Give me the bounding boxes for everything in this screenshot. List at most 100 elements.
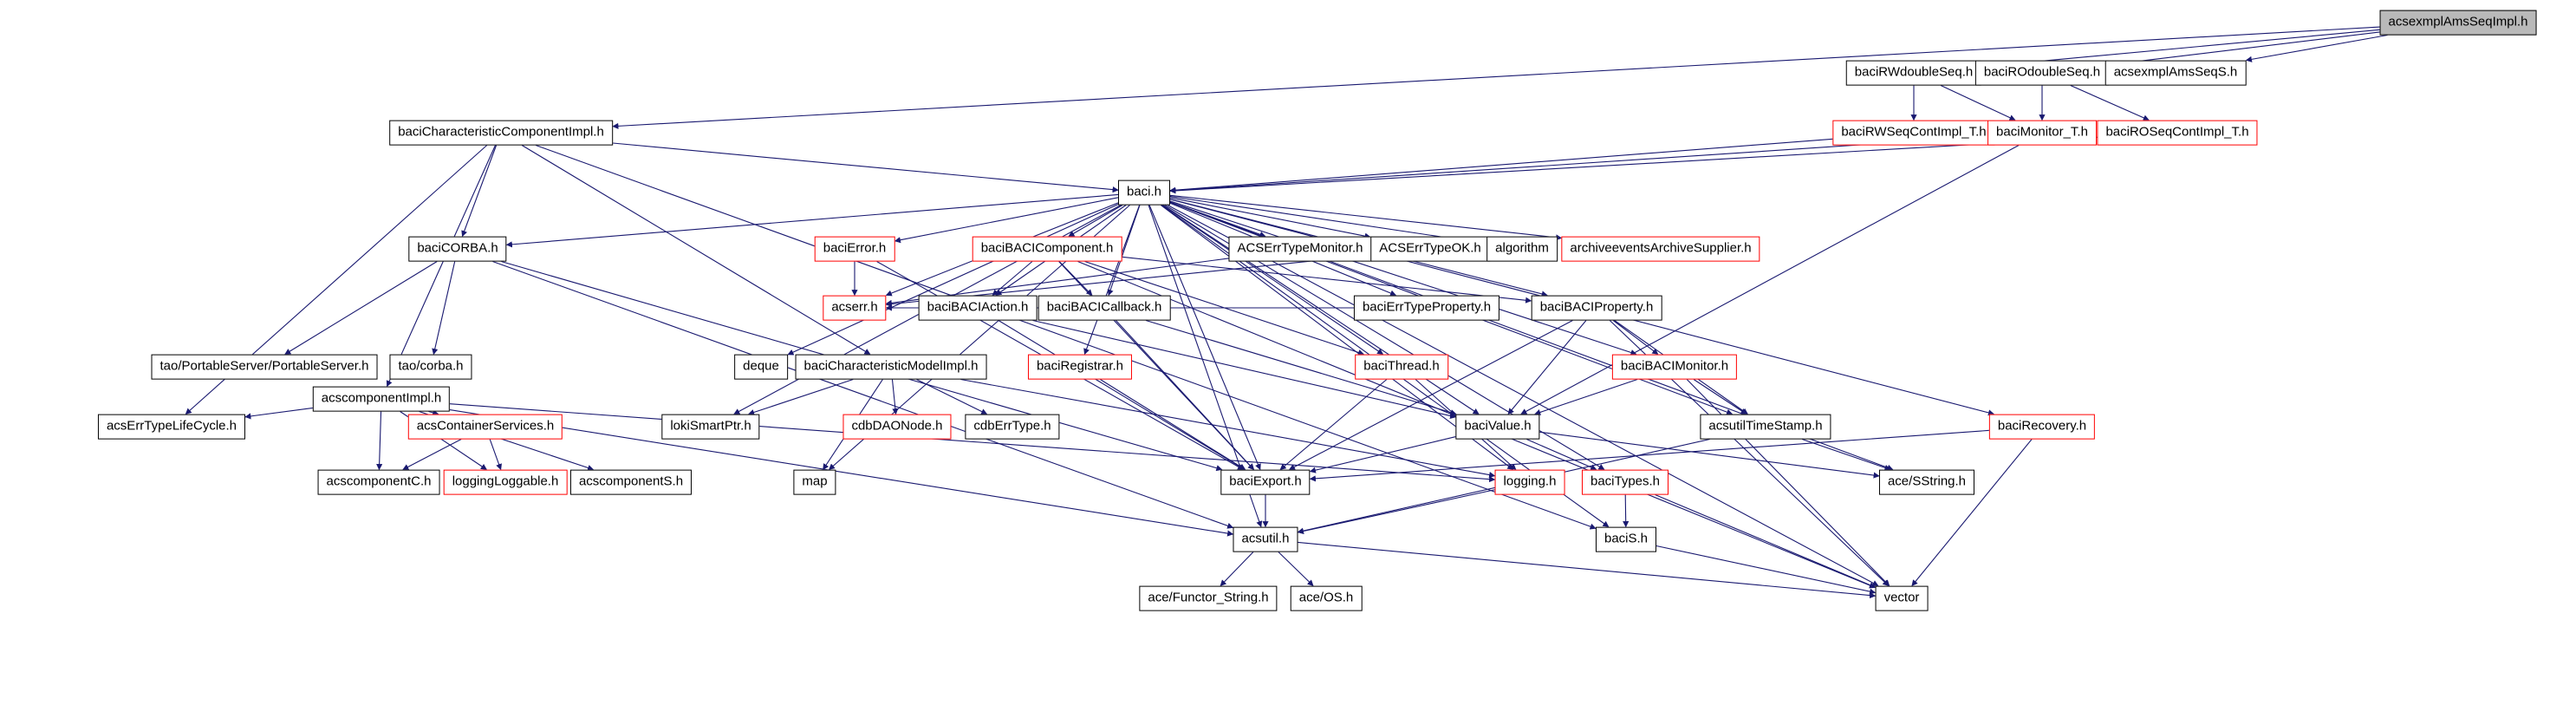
graph-node-lifeCycle[interactable]: acsErrTypeLifeCycle.h xyxy=(97,414,246,440)
graph-node-amsSeqImpl: acsexmplAmsSeqImpl.h xyxy=(2379,10,2537,36)
graph-node-baciMonitor[interactable]: baciBACIMonitor.h xyxy=(1611,354,1738,380)
graph-node-algorithm: algorithm xyxy=(1486,236,1558,262)
edge-baci-vector xyxy=(1167,205,1879,586)
graph-node-roDoubleSeq[interactable]: baciROdoubleSeq.h xyxy=(1974,60,2110,86)
edge-acscompImpl-logging xyxy=(449,403,1496,483)
graph-node-rwSeqCont[interactable]: baciRWSeqContImpl_T.h xyxy=(1832,120,1995,146)
graph-node-lokiSmartPtr[interactable]: lokiSmartPtr.h xyxy=(661,414,760,440)
graph-node-errTypeProperty[interactable]: baciErrTypeProperty.h xyxy=(1353,295,1500,321)
edge-baci-registrar xyxy=(1083,205,1141,356)
edge-rwSeqCont-baci xyxy=(1169,138,1833,193)
edge-charModelImpl-logging xyxy=(960,378,1496,479)
graph-node-archiveSupplier[interactable]: archiveeventsArchiveSupplier.h xyxy=(1561,236,1760,262)
edge-baciCORBA-taoCorba xyxy=(432,261,456,356)
edge-baciThread-baciExport xyxy=(1279,379,1388,470)
graph-node-baciProperty[interactable]: baciBACIProperty.h xyxy=(1531,295,1662,321)
edge-charCompImpl-baci xyxy=(612,142,1119,193)
graph-node-amsSeqS[interactable]: acsexmplAmsSeqS.h xyxy=(2104,60,2247,86)
edge-amsSeqImpl-amsSeqS xyxy=(2245,34,2388,62)
edge-baciCORBA-acsutil xyxy=(492,260,1234,529)
graph-node-taoCorba: tao/corba.h xyxy=(389,354,472,380)
edge-baciAction-baciExport xyxy=(998,320,1246,470)
edge-monitorT-baci xyxy=(1169,135,1988,194)
graph-node-aceSString: ace/SString.h xyxy=(1878,469,1975,495)
graph-node-acserr[interactable]: acserr.h xyxy=(823,295,887,321)
edge-logging-acsutil xyxy=(1297,489,1495,535)
graph-node-baciError[interactable]: baciError.h xyxy=(814,236,895,262)
graph-node-acscompC[interactable]: acscomponentC.h xyxy=(317,469,440,495)
graph-node-charCompImpl[interactable]: baciCharacteristicComponentImpl.h xyxy=(389,120,613,146)
edge-containerServices-acscompC xyxy=(402,439,462,470)
graph-node-baciThread[interactable]: baciThread.h xyxy=(1355,354,1448,380)
graph-node-map: map xyxy=(793,469,836,495)
edge-charModelImpl-cdbDAONode xyxy=(891,379,899,415)
edge-charModelImpl-cdbErrType xyxy=(916,379,988,415)
edge-rwDoubleSeq-monitorT xyxy=(1940,85,2016,121)
edge-charCompImpl-acscompImpl xyxy=(386,145,496,388)
graph-node-charModelImpl[interactable]: baciCharacteristicModelImpl.h xyxy=(795,354,987,380)
graph-node-aceFunctor: ace/Functor_String.h xyxy=(1139,585,1278,611)
edge-baci-baciThread xyxy=(1162,205,1384,355)
graph-node-registrar[interactable]: baciRegistrar.h xyxy=(1027,354,1133,380)
graph-node-cdbDAONode[interactable]: cdbDAONode.h xyxy=(842,414,952,440)
edge-baci-baciCallback xyxy=(1107,205,1141,297)
graph-node-baciS[interactable]: baciS.h xyxy=(1595,526,1657,552)
edge-acsutil-vector xyxy=(1298,541,1877,599)
edge-baciMonitor-vector xyxy=(1686,379,1890,587)
edge-baciProperty-baciExport xyxy=(1288,320,1573,470)
edge-timeStamp-aceSString xyxy=(1801,438,1891,471)
graph-node-roSeqCont[interactable]: baciROSeqContImpl_T.h xyxy=(2097,120,2258,146)
graph-node-errTypeOK[interactable]: ACSErrTypeOK.h xyxy=(1370,236,1490,262)
graph-node-cdbErrType[interactable]: cdbErrType.h xyxy=(965,414,1060,440)
graph-node-acscompImpl[interactable]: acscomponentImpl.h xyxy=(312,386,451,412)
edge-acscompImpl-containerServices xyxy=(428,409,439,416)
graph-node-baciExport[interactable]: baciExport.h xyxy=(1220,469,1311,495)
graph-node-acscompS[interactable]: acscomponentS.h xyxy=(569,469,693,495)
edge-baciCallback-baciValue xyxy=(1145,319,1457,416)
edge-baciValue-baciExport xyxy=(1309,436,1456,473)
edge-baci-baciMonitor xyxy=(1169,200,1637,356)
edge-roSeqCont-baci xyxy=(1169,136,2098,194)
edge-baciMonitor-baciValue xyxy=(1534,378,1638,415)
edge-baci-baciComponent xyxy=(1068,205,1123,237)
graph-node-baciComponent[interactable]: baciBACIComponent.h xyxy=(972,236,1122,262)
edge-baci-archiveSupplier xyxy=(1169,194,1563,241)
graph-node-acsutil[interactable]: acsutil.h xyxy=(1233,526,1298,552)
edge-monitorT-baciValue xyxy=(1520,145,2020,415)
edge-containerServices-loggingLoggable xyxy=(489,439,502,471)
graph-node-vector: vector xyxy=(1875,585,1929,611)
edge-baciComponent-baciProperty xyxy=(1122,256,1532,304)
edge-baci-baciError xyxy=(894,197,1119,244)
graph-node-deque: deque xyxy=(734,354,788,380)
graph-node-baci[interactable]: baci.h xyxy=(1117,180,1171,206)
graph-node-rwDoubleSeq[interactable]: baciRWdoubleSeq.h xyxy=(1845,60,1982,86)
edge-baciMonitor-timeStamp xyxy=(1693,379,1747,415)
edge-baciTypes-baciS xyxy=(1623,494,1630,528)
graph-node-baciCallback[interactable]: baciBACICallback.h xyxy=(1038,295,1171,321)
graph-node-timeStamp[interactable]: acsutilTimeStamp.h xyxy=(1700,414,1831,440)
graph-node-baciTypes[interactable]: baciTypes.h xyxy=(1581,469,1669,495)
edge-acsutil-aceFunctor xyxy=(1220,552,1254,587)
graph-node-baciAction[interactable]: baciBACIAction.h xyxy=(918,295,1038,321)
edge-charCompImpl-baciCORBA xyxy=(461,145,498,238)
graph-node-baciValue[interactable]: baciValue.h xyxy=(1455,414,1540,440)
graph-node-monitorT[interactable]: baciMonitor_T.h xyxy=(1987,120,2097,146)
edge-acscompImpl-acsutil xyxy=(449,409,1234,537)
edge-amsSeqImpl-roDoubleSeq xyxy=(2108,31,2380,68)
edge-amsSeqImpl-charCompImpl xyxy=(612,26,2380,129)
graph-node-logging[interactable]: logging.h xyxy=(1494,469,1565,495)
graph-node-containerServices[interactable]: acsContainerServices.h xyxy=(407,414,563,440)
edge-baci-deque xyxy=(787,204,1119,356)
edge-charCompImpl-baciS xyxy=(535,144,1597,530)
edge-baciS-vector xyxy=(1656,545,1877,595)
graph-node-errTypeMonitor[interactable]: ACSErrTypeMonitor.h xyxy=(1228,236,1372,262)
graph-node-loggingLoggable[interactable]: loggingLoggable.h xyxy=(443,469,568,495)
graph-node-aceOS: ace/OS.h xyxy=(1290,585,1363,611)
edge-acscompImpl-lifeCycle xyxy=(244,407,314,420)
edge-baci-algorithm xyxy=(1169,195,1487,246)
graph-node-baciRecovery[interactable]: baciRecovery.h xyxy=(1988,414,2096,440)
edge-baciProperty-baciValue xyxy=(1507,320,1587,415)
edge-baciAction-baciValue xyxy=(1032,319,1457,419)
graph-node-baciCORBA[interactable]: baciCORBA.h xyxy=(408,236,507,262)
